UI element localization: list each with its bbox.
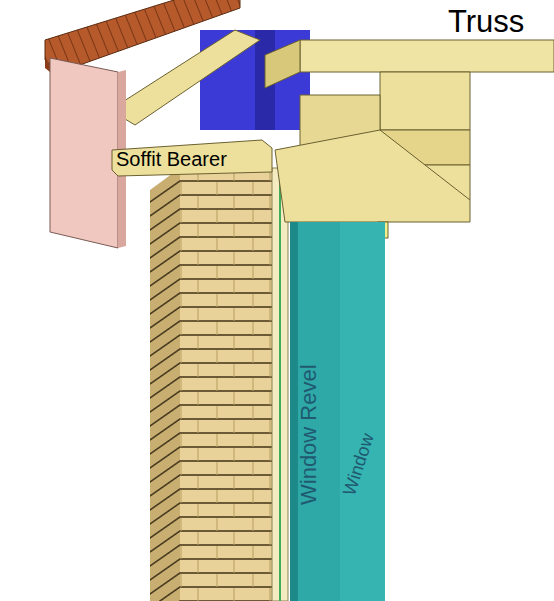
truss-chord	[300, 40, 554, 72]
window-head	[275, 130, 470, 222]
wall-plate	[380, 72, 470, 130]
fascia-board	[50, 58, 118, 248]
brick-wall-side	[150, 168, 180, 601]
soffit-bearer	[112, 140, 272, 176]
membrane	[279, 170, 281, 601]
part-label: Truss	[448, 6, 524, 37]
part-label: Window Revel	[298, 364, 320, 505]
part-label: Soffit Bearer	[116, 149, 227, 169]
window-glass	[340, 222, 385, 601]
revel-edge	[290, 222, 298, 601]
truss-chord-end	[265, 40, 300, 88]
roof-tiles	[45, 0, 240, 72]
cavity	[272, 168, 288, 601]
brick-wall	[180, 168, 272, 601]
window-revel	[290, 222, 385, 601]
